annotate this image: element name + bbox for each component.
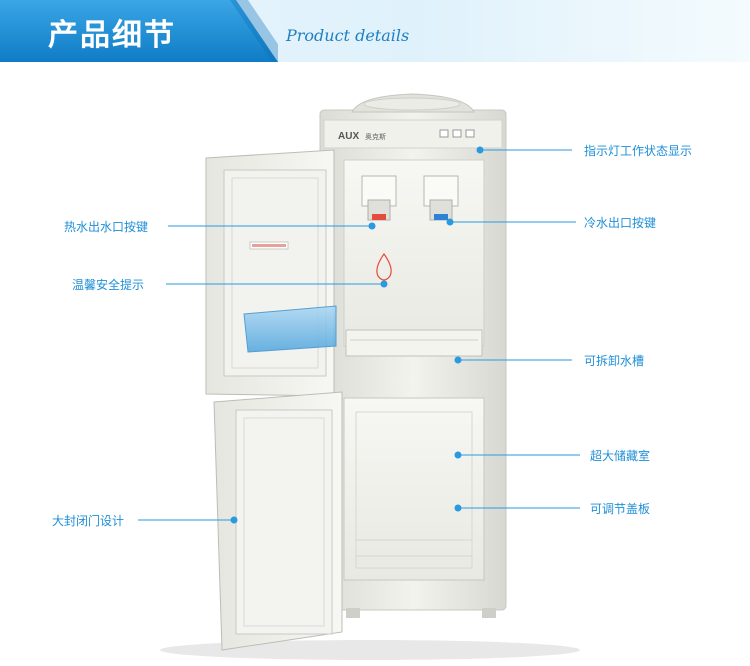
svg-text:奥克斯: 奥克斯 [365,132,386,141]
header-tab-shape [0,0,278,62]
water-dispenser-illustration: AUX 奥克斯 [0,62,750,666]
page-subtitle: Product details [286,26,410,45]
page-title: 产品细节 [48,18,176,53]
callout-drip-tray: 可拆卸水槽 [584,354,645,368]
callout-safety-tip: 温馨安全提示 [72,278,145,292]
callout-hot-water-button: 热水出水口按键 [64,220,149,234]
callout-sealed-door: 大封闭门设计 [52,514,125,528]
header-banner: 产品细节 Product details [0,0,750,62]
header-title-tab: 产品细节 [0,0,278,62]
callout-indicator-lights: 指示灯工作状态显示 [584,144,693,158]
brand-logo: AUX [338,131,359,142]
callout-storage: 超大储藏室 [590,449,651,463]
callout-adjustable-cover: 可调节盖板 [590,502,651,516]
water-dispenser-drawing: AUX 奥克斯 [138,93,580,660]
callout-cold-water-button: 冷水出口按键 [584,216,657,230]
